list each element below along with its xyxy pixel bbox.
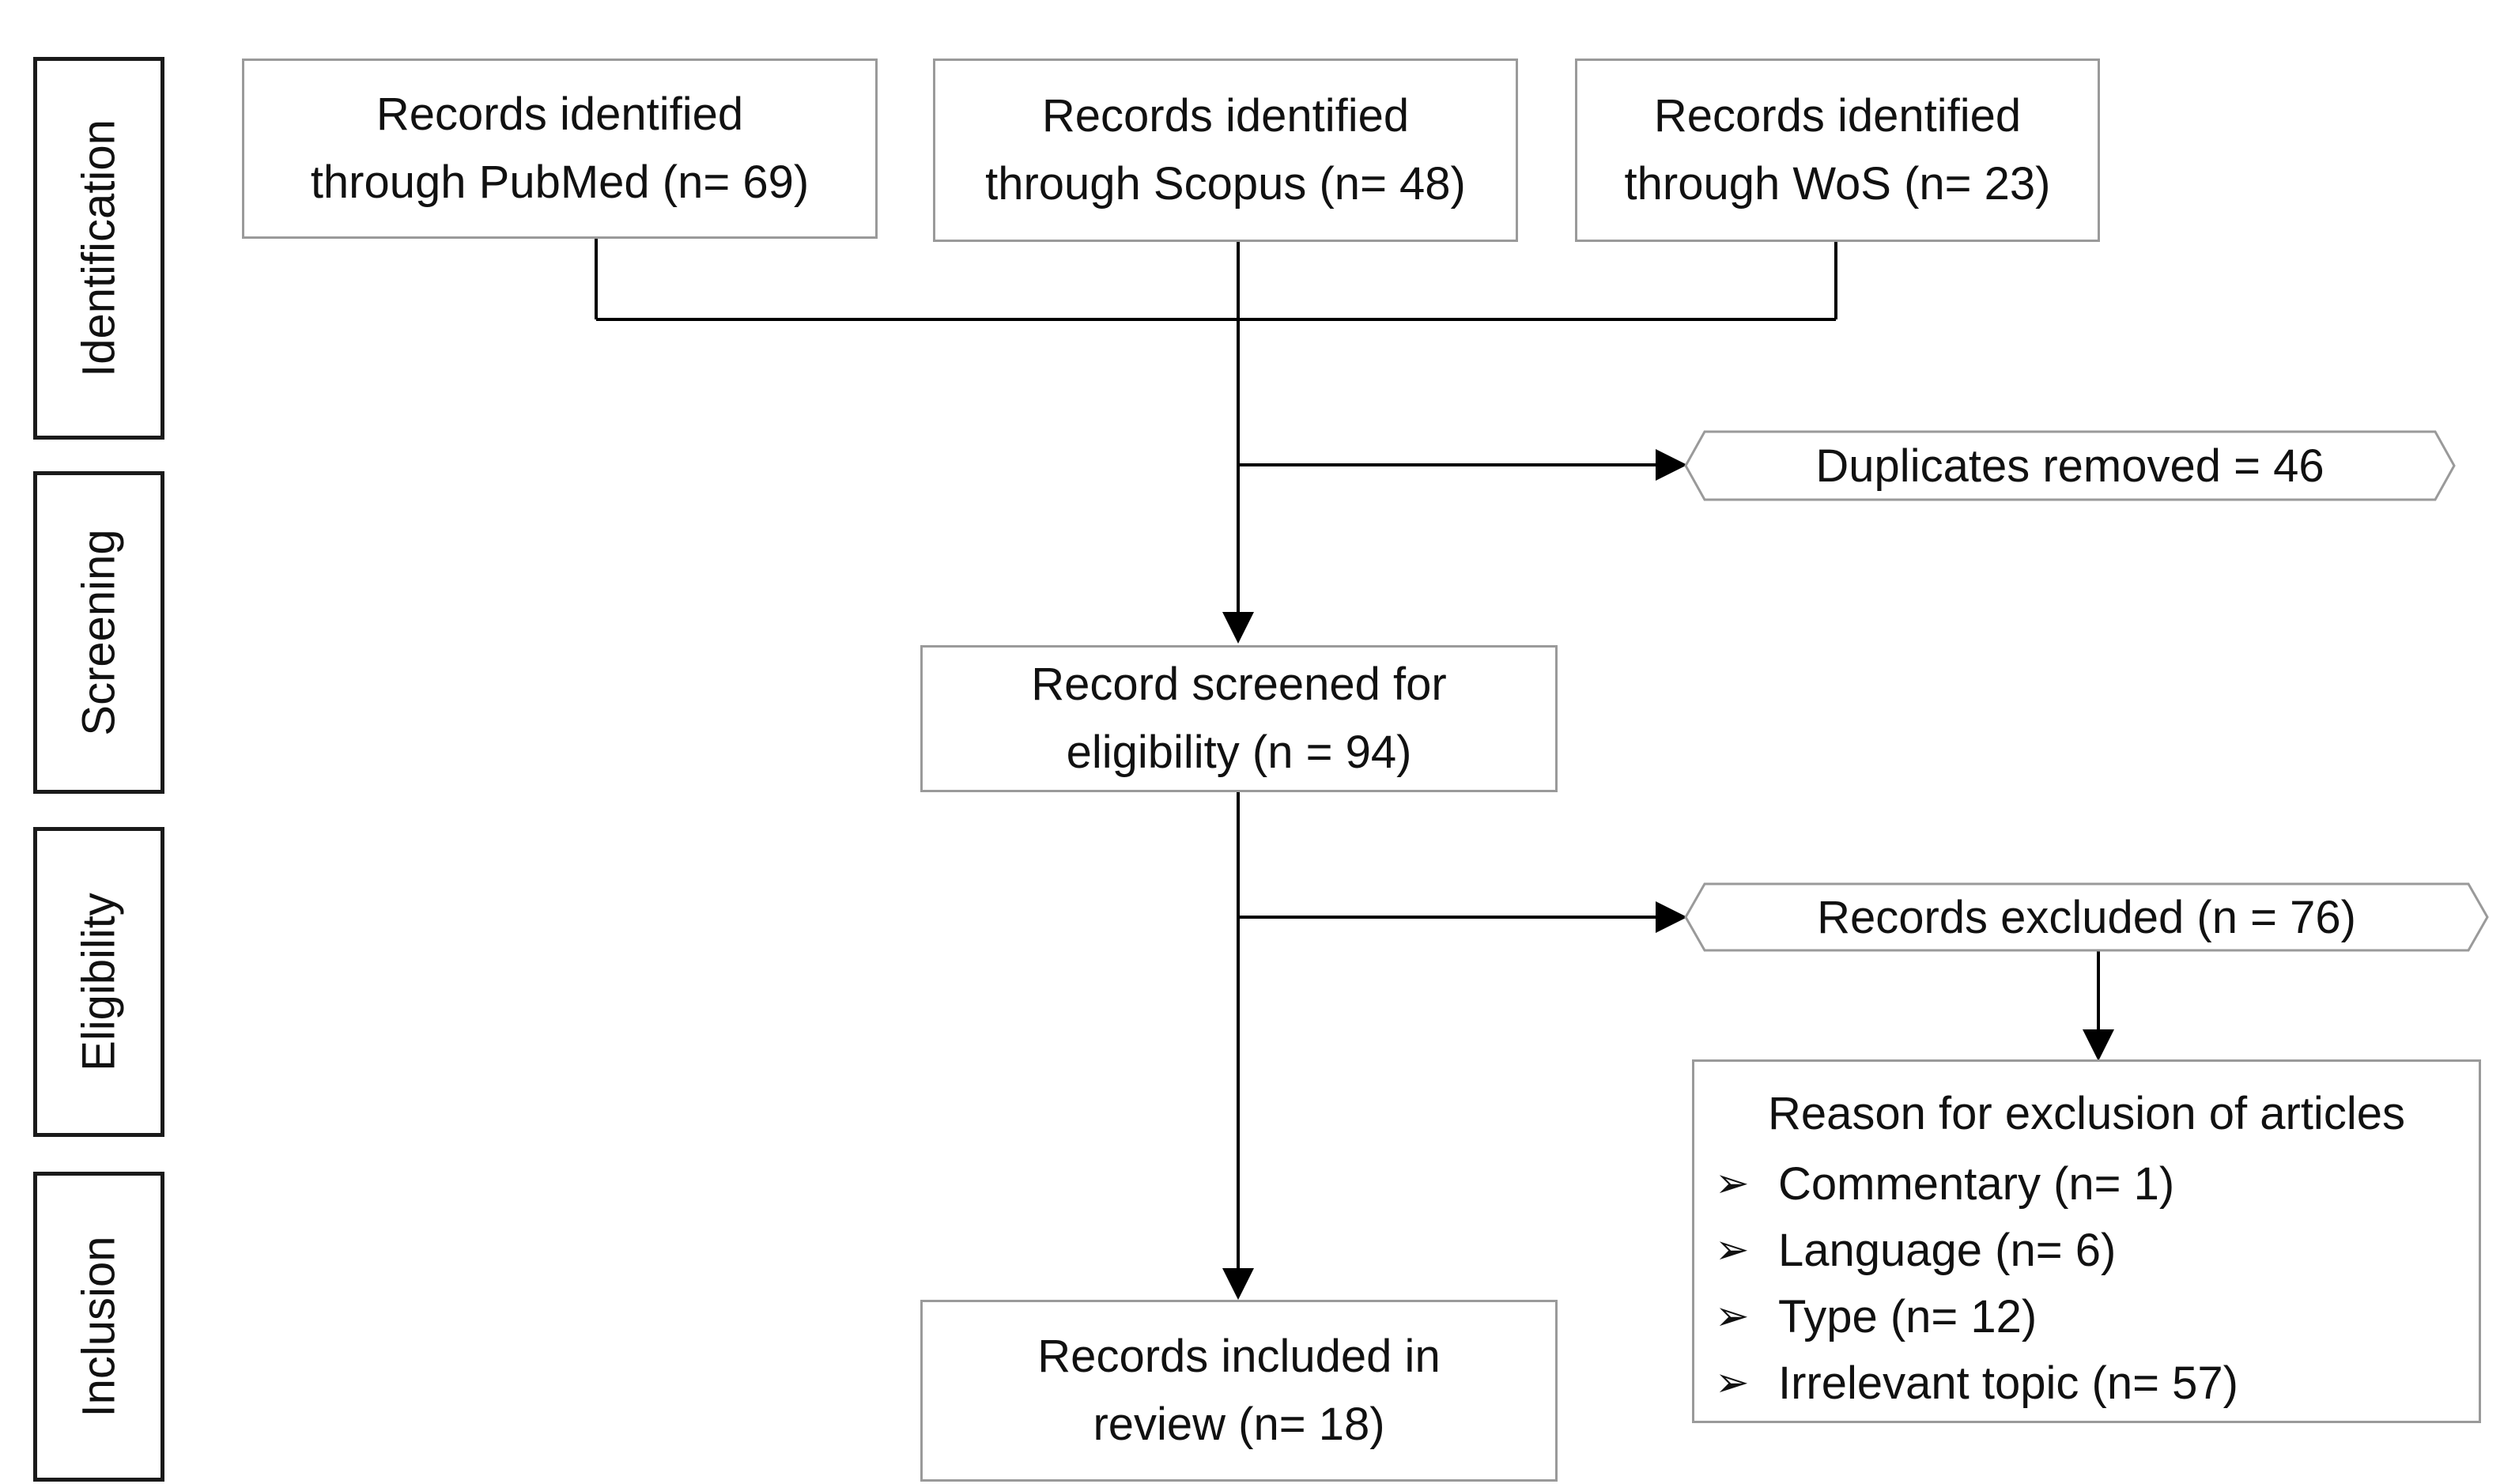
stage-identification: Identification <box>33 57 164 440</box>
excluded-hexagon <box>1684 882 2489 952</box>
source-box-pubmed: Records identified through PubMed (n= 69… <box>242 59 878 239</box>
exclusion-reasons-title: Reason for exclusion of articles <box>1768 1088 2405 1139</box>
arrow-bullet-icon: ➢ <box>1715 1227 1750 1273</box>
source-scopus-line2: through Scopus (n= 48) <box>985 158 1466 210</box>
arrow-bullet-icon: ➢ <box>1715 1293 1750 1339</box>
source-pubmed-line2: through PubMed (n= 69) <box>310 157 810 208</box>
exclusion-reasons-box: Reason for exclusion of articles ➢ Comme… <box>1692 1059 2481 1423</box>
source-scopus-line1: Records identified <box>1041 90 1410 142</box>
arrow-bullet-icon: ➢ <box>1715 1360 1750 1406</box>
stage-screening: Screening <box>33 471 164 794</box>
source-wos-line1: Records identified <box>1653 90 2022 142</box>
duplicates-removed-label: Duplicates removed = 46 <box>1815 440 2325 492</box>
list-item: ➢ Irrelevant topic (n= 57) <box>1715 1350 2238 1416</box>
exclusion-reasons-list: ➢ Commentary (n= 1) ➢ Language (n= 6) ➢ … <box>1715 1150 2238 1416</box>
reason-label: Type (n= 12) <box>1778 1290 2037 1342</box>
screened-line2: eligibility (n = 94) <box>1066 727 1412 778</box>
included-line2: review (n= 18) <box>1093 1399 1385 1450</box>
duplicates-hexagon <box>1684 430 2456 501</box>
list-item: ➢ Type (n= 12) <box>1715 1283 2238 1350</box>
reason-label: Irrelevant topic (n= 57) <box>1778 1357 2238 1409</box>
source-pubmed-line1: Records identified <box>376 89 744 140</box>
source-box-scopus: Records identified through Scopus (n= 48… <box>933 59 1518 242</box>
list-item: ➢ Commentary (n= 1) <box>1715 1150 2238 1217</box>
included-line1: Records included in <box>1037 1331 1441 1382</box>
list-item: ➢ Language (n= 6) <box>1715 1217 2238 1283</box>
stage-eligibility: Eligibility <box>33 827 164 1137</box>
included-box: Records included in review (n= 18) <box>920 1300 1558 1482</box>
source-box-wos: Records identified through WoS (n= 23) <box>1575 59 2100 242</box>
arrow-bullet-icon: ➢ <box>1715 1161 1750 1206</box>
stage-inclusion: Inclusion <box>33 1172 164 1482</box>
records-excluded-label: Records excluded (n = 76) <box>1817 891 2356 943</box>
reason-label: Commentary (n= 1) <box>1778 1157 2175 1210</box>
screened-box: Record screened for eligibility (n = 94) <box>920 645 1558 792</box>
screened-line1: Record screened for <box>1031 659 1447 710</box>
reason-label: Language (n= 6) <box>1778 1224 2117 1276</box>
source-wos-line2: through WoS (n= 23) <box>1624 158 2051 210</box>
